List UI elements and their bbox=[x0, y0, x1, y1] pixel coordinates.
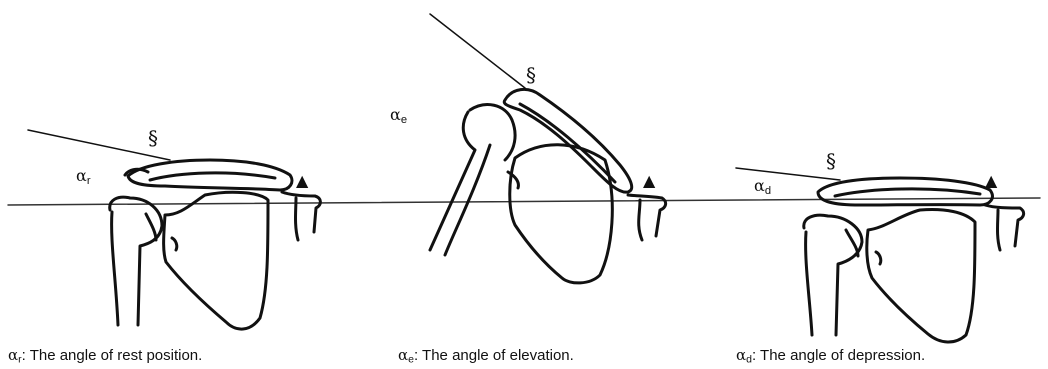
angle-subscript: d bbox=[764, 184, 772, 197]
scapula-elevation-drawing bbox=[428, 13, 668, 285]
alpha-symbol: α bbox=[736, 346, 747, 364]
clavicle-axis-line-depression bbox=[735, 167, 841, 181]
caption-text: : The angle of depression. bbox=[751, 347, 926, 364]
section-mark-depression: § bbox=[826, 149, 836, 173]
acromion-marker-depression: ▲ bbox=[985, 171, 998, 190]
clavicle-axis-line-rest bbox=[27, 129, 171, 161]
angle-label-elevation: αe bbox=[390, 105, 407, 126]
angle-subscript: e bbox=[400, 113, 408, 126]
horizontal-reference-line bbox=[7, 197, 1041, 206]
section-mark-rest: § bbox=[148, 126, 158, 150]
angle-label-depression: αd bbox=[754, 176, 771, 197]
caption-depression: αd: The angle of depression. bbox=[736, 346, 925, 366]
acromion-marker-rest: ▲ bbox=[296, 171, 309, 190]
alpha-symbol: α bbox=[8, 346, 19, 364]
angle-subscript: r bbox=[86, 174, 91, 187]
alpha-symbol: α bbox=[76, 166, 87, 185]
acromion-marker-elevation: ▲ bbox=[643, 171, 656, 190]
section-mark-elevation: § bbox=[526, 63, 536, 87]
caption-text: : The angle of elevation. bbox=[413, 347, 574, 364]
caption-subscript: r bbox=[18, 353, 22, 366]
caption-subscript: e bbox=[408, 353, 414, 366]
scapula-rest-drawing bbox=[27, 129, 322, 331]
caption-rest: αr: The angle of rest position. bbox=[8, 346, 202, 366]
angle-label-rest: αr bbox=[76, 166, 91, 187]
alpha-symbol: α bbox=[398, 346, 409, 364]
caption-elevation: αe: The angle of elevation. bbox=[398, 346, 574, 366]
caption-text: : The angle of rest position. bbox=[21, 347, 203, 364]
scapula-depression-drawing bbox=[735, 167, 1026, 344]
caption-subscript: d bbox=[746, 353, 752, 366]
alpha-symbol: α bbox=[390, 105, 401, 124]
clavicle-axis-line-elevation bbox=[429, 13, 526, 89]
alpha-symbol: α bbox=[754, 176, 765, 195]
